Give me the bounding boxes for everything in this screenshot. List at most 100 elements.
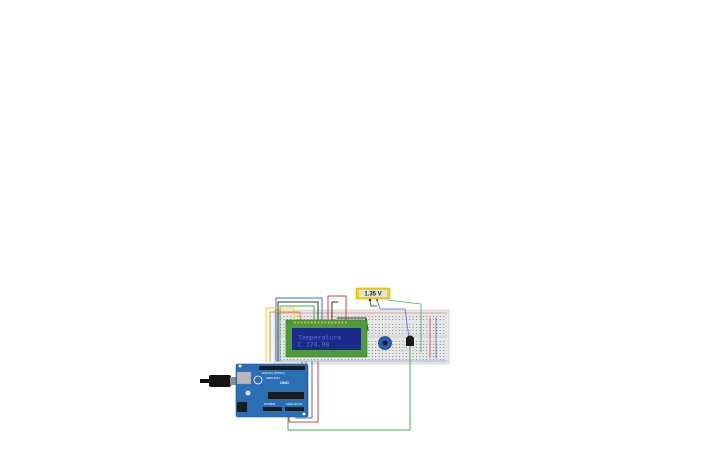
breadboard-hole[interactable] xyxy=(419,330,421,331)
breadboard-hole[interactable] xyxy=(426,319,428,320)
breadboard-hole[interactable] xyxy=(385,330,387,331)
breadboard-hole[interactable] xyxy=(402,356,404,357)
breadboard-hole[interactable] xyxy=(419,359,421,360)
breadboard-hole[interactable] xyxy=(395,344,397,345)
breadboard-hole[interactable] xyxy=(358,359,360,360)
breadboard-hole[interactable] xyxy=(331,359,332,360)
breadboard-hole[interactable] xyxy=(368,327,370,328)
breadboard-hole[interactable] xyxy=(422,327,424,328)
breadboard-hole[interactable] xyxy=(382,356,383,357)
breadboard-hole[interactable] xyxy=(443,327,445,328)
breadboard-hole[interactable] xyxy=(388,333,390,334)
breadboard-hole[interactable] xyxy=(324,319,326,320)
breadboard-hole[interactable] xyxy=(371,347,373,348)
breadboard-hole[interactable] xyxy=(344,359,346,360)
breadboard-hole[interactable] xyxy=(395,333,397,334)
breadboard-hole[interactable] xyxy=(439,341,441,342)
breadboard-hole[interactable] xyxy=(399,330,400,331)
breadboard-hole[interactable] xyxy=(405,353,407,354)
breadboard-hole[interactable] xyxy=(358,316,360,317)
breadboard-hole[interactable] xyxy=(433,324,434,325)
breadboard-hole[interactable] xyxy=(310,319,312,320)
breadboard-hole[interactable] xyxy=(402,341,404,342)
breadboard-hole[interactable] xyxy=(283,353,285,354)
breadboard-hole[interactable] xyxy=(375,327,377,328)
breadboard-hole[interactable] xyxy=(422,353,424,354)
breadboard-hole[interactable] xyxy=(409,316,411,317)
breadboard-hole[interactable] xyxy=(419,350,421,351)
breadboard-hole[interactable] xyxy=(371,341,373,342)
breadboard-hole[interactable] xyxy=(375,356,377,357)
breadboard-hole[interactable] xyxy=(290,359,292,360)
breadboard-hole[interactable] xyxy=(324,316,326,317)
breadboard-hole[interactable] xyxy=(399,316,400,317)
breadboard-hole[interactable] xyxy=(375,316,377,317)
breadboard-hole[interactable] xyxy=(426,327,428,328)
breadboard-hole[interactable] xyxy=(351,319,353,320)
lcd-pin[interactable] xyxy=(345,321,347,324)
multimeter[interactable]: 1.35 V xyxy=(355,287,391,302)
breadboard-hole[interactable] xyxy=(412,333,414,334)
breadboard-hole[interactable] xyxy=(365,319,366,320)
breadboard-hole[interactable] xyxy=(341,319,343,320)
breadboard-hole[interactable] xyxy=(388,356,390,357)
breadboard-hole[interactable] xyxy=(426,353,428,354)
breadboard-hole[interactable] xyxy=(371,344,373,345)
breadboard-hole[interactable] xyxy=(310,359,312,360)
breadboard-hole[interactable] xyxy=(395,350,397,351)
breadboard-hole[interactable] xyxy=(399,324,400,325)
breadboard-hole[interactable] xyxy=(378,353,380,354)
breadboard-hole[interactable] xyxy=(433,350,434,351)
breadboard-hole[interactable] xyxy=(392,350,394,351)
lcd-pin[interactable] xyxy=(314,321,316,324)
breadboard-hole[interactable] xyxy=(412,353,414,354)
arduino-uno[interactable]: ARDUINO UNO DIGITAL (PWM~) POWER ANALOG … xyxy=(235,363,309,418)
breadboard-hole[interactable] xyxy=(402,353,404,354)
breadboard-hole[interactable] xyxy=(443,319,445,320)
breadboard-hole[interactable] xyxy=(388,353,390,354)
breadboard-hole[interactable] xyxy=(402,319,404,320)
breadboard-hole[interactable] xyxy=(416,359,417,360)
lcd-pin[interactable] xyxy=(341,321,344,324)
breadboard-hole[interactable] xyxy=(426,350,428,351)
breadboard-hole[interactable] xyxy=(433,327,434,328)
breadboard-hole[interactable] xyxy=(307,319,309,320)
breadboard-hole[interactable] xyxy=(416,330,417,331)
breadboard-hole[interactable] xyxy=(375,333,377,334)
breadboard-hole[interactable] xyxy=(375,319,377,320)
breadboard-hole[interactable] xyxy=(392,319,394,320)
breadboard-hole[interactable] xyxy=(419,333,421,334)
breadboard-hole[interactable] xyxy=(439,353,441,354)
breadboard-hole[interactable] xyxy=(368,316,370,317)
breadboard-hole[interactable] xyxy=(409,327,411,328)
breadboard-hole[interactable] xyxy=(402,324,404,325)
breadboard-hole[interactable] xyxy=(422,333,424,334)
breadboard-hole[interactable] xyxy=(385,350,387,351)
breadboard-hole[interactable] xyxy=(419,347,421,348)
breadboard-hole[interactable] xyxy=(433,330,434,331)
breadboard-hole[interactable] xyxy=(426,359,428,360)
breadboard-hole[interactable] xyxy=(443,333,445,334)
breadboard-hole[interactable] xyxy=(392,353,394,354)
breadboard-hole[interactable] xyxy=(283,359,285,360)
breadboard-hole[interactable] xyxy=(297,316,298,317)
breadboard-hole[interactable] xyxy=(286,359,288,360)
breadboard-hole[interactable] xyxy=(416,356,417,357)
wire-black-contrast[interactable] xyxy=(336,317,369,331)
breadboard-hole[interactable] xyxy=(416,316,417,317)
breadboard-hole[interactable] xyxy=(375,344,377,345)
breadboard-hole[interactable] xyxy=(351,316,353,317)
breadboard-hole[interactable] xyxy=(378,330,380,331)
breadboard-hole[interactable] xyxy=(426,330,428,331)
breadboard-hole[interactable] xyxy=(402,333,404,334)
breadboard-hole[interactable] xyxy=(371,327,373,328)
breadboard-hole[interactable] xyxy=(422,324,424,325)
breadboard-hole[interactable] xyxy=(392,333,394,334)
breadboard-hole[interactable] xyxy=(378,347,380,348)
breadboard-hole[interactable] xyxy=(443,330,445,331)
breadboard-hole[interactable] xyxy=(443,344,445,345)
breadboard-hole[interactable] xyxy=(371,324,373,325)
breadboard-hole[interactable] xyxy=(371,330,373,331)
breadboard-hole[interactable] xyxy=(320,319,322,320)
lcd-16x2[interactable]: Temperatura C 174.98 xyxy=(285,319,368,358)
